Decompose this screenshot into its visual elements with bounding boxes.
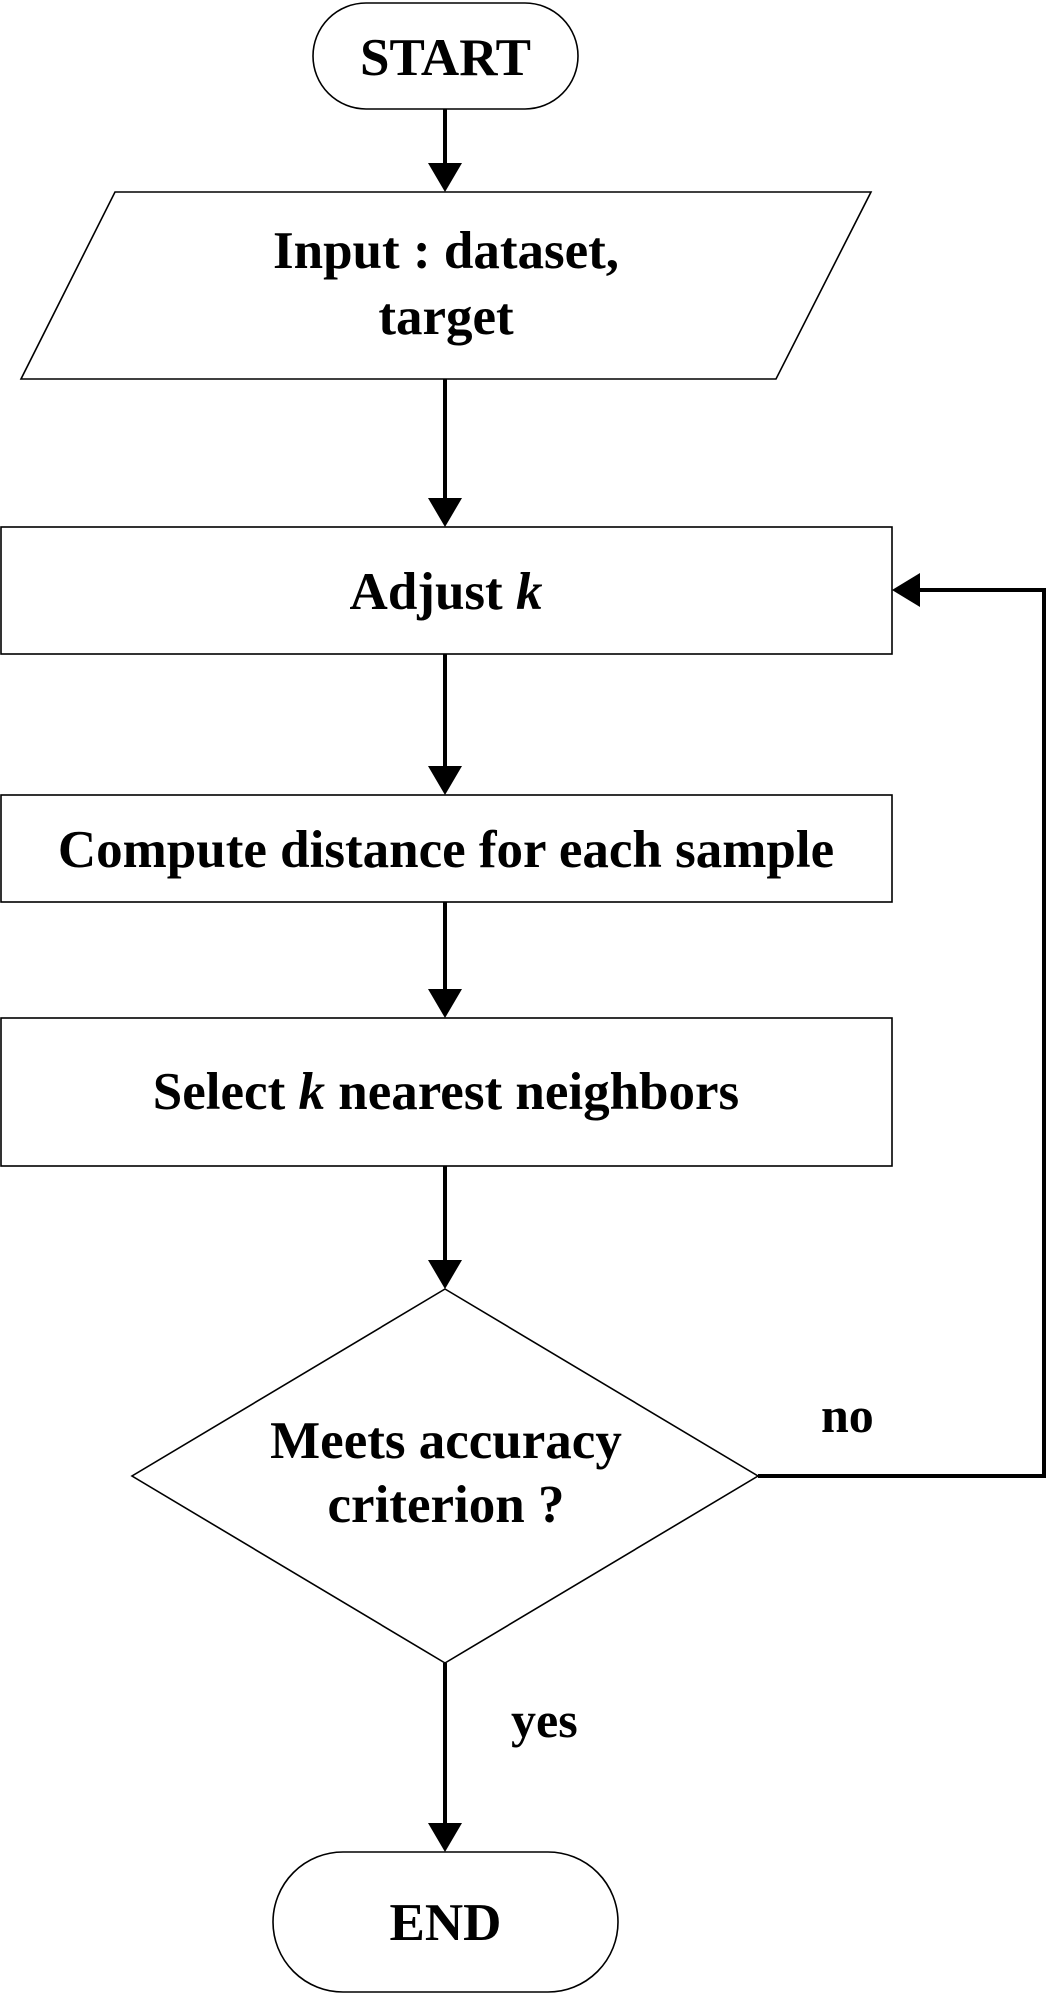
arrow-compute-to-select	[428, 902, 462, 1018]
select-neighbors-node: Select k nearest neighbors	[0, 1017, 893, 1167]
decision-node: Meets accuracy criterion ?	[130, 1288, 760, 1664]
select-neighbors-label: Select k nearest neighbors	[153, 1063, 739, 1121]
select-neighbors-variable: k	[298, 1063, 325, 1121]
no-edge-label: no	[821, 1387, 874, 1443]
arrow-no-loop-line	[758, 588, 1046, 1478]
end-node: END	[272, 1851, 619, 1993]
arrow-no-loop-to-adjust: no	[758, 573, 1046, 1478]
arrow-adjust-to-compute-head	[428, 766, 462, 795]
decision-label-line2: criterion ?	[328, 1476, 565, 1534]
adjust-k-node: Adjust k	[0, 526, 893, 655]
adjust-k-variable: k	[516, 563, 543, 621]
input-label-line1: Input : dataset,	[273, 222, 619, 280]
decision-label-line1: Meets accuracy	[270, 1412, 622, 1470]
arrow-no-loop-head	[892, 573, 920, 607]
select-neighbors-prefix: Select	[153, 1063, 299, 1121]
arrow-start-to-input	[428, 109, 462, 192]
end-label: END	[390, 1894, 502, 1952]
arrow-input-to-adjust	[428, 379, 462, 527]
arrow-input-to-adjust-head	[428, 498, 462, 527]
adjust-k-process-shape	[0, 526, 893, 655]
arrow-select-to-decision-head	[428, 1260, 462, 1289]
arrow-start-to-input-head	[428, 163, 462, 192]
arrow-compute-to-select-head	[428, 989, 462, 1018]
compute-distance-label: Compute distance for each sample	[58, 821, 834, 879]
select-neighbors-suffix: nearest neighbors	[325, 1063, 739, 1121]
arrow-select-to-decision	[428, 1166, 462, 1289]
input-parallelogram-shape	[19, 191, 873, 380]
input-label-line2: target	[378, 288, 514, 346]
adjust-k-label: Adjust k	[350, 563, 543, 621]
compute-distance-process-shape	[0, 794, 893, 903]
arrow-adjust-to-compute	[428, 654, 462, 795]
adjust-k-prefix: Adjust	[350, 563, 516, 621]
end-terminator-shape	[272, 1851, 619, 1993]
start-node: START	[312, 2, 579, 110]
select-neighbors-process-shape	[0, 1017, 893, 1167]
start-label: START	[360, 29, 531, 87]
compute-distance-node: Compute distance for each sample	[0, 794, 893, 903]
arrow-yes-to-end-head	[428, 1823, 462, 1852]
arrow-yes-to-end: yes	[428, 1663, 578, 1852]
input-node: Input : dataset, target	[19, 191, 873, 380]
yes-edge-label: yes	[511, 1692, 578, 1748]
